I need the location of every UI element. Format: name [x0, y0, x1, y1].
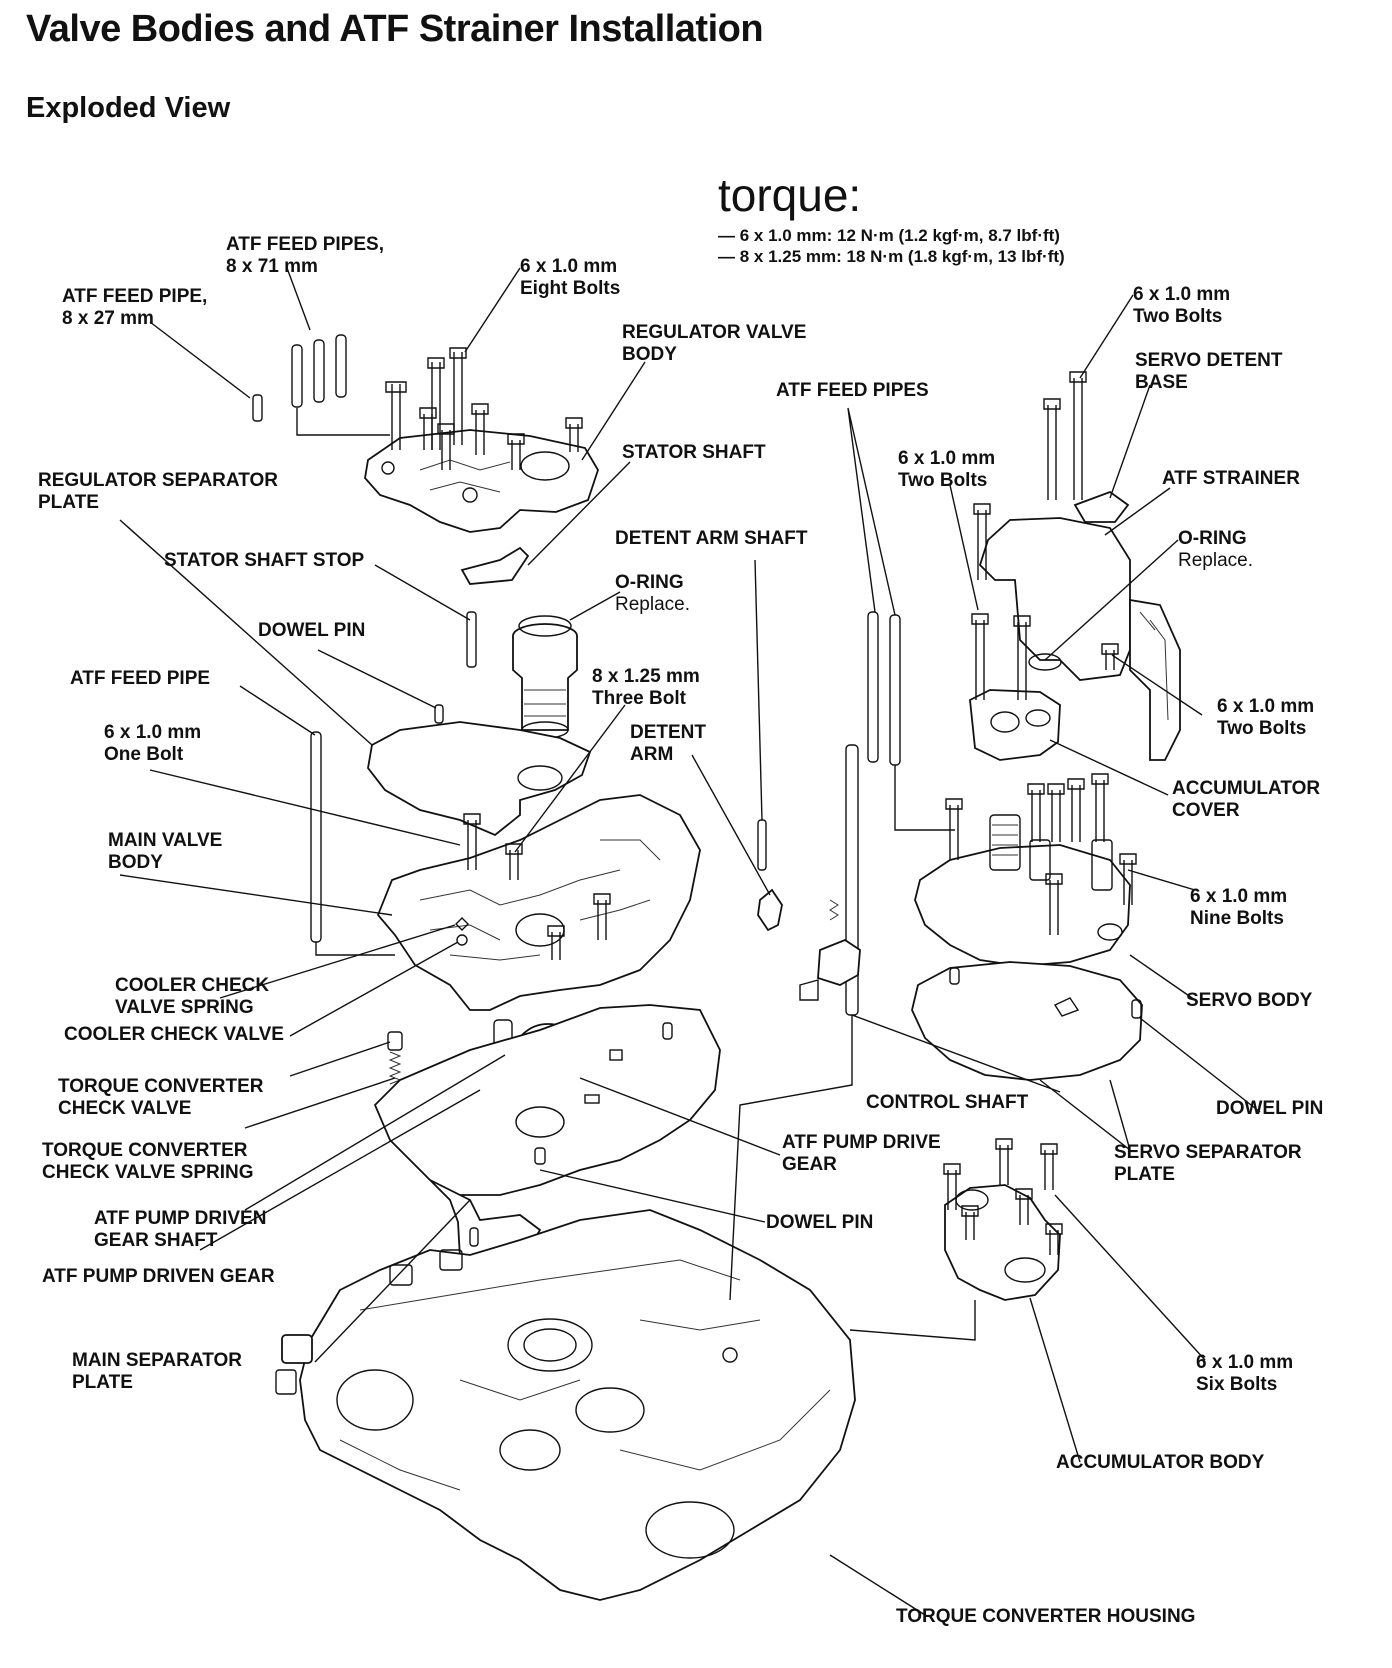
torque-heading: torque:	[718, 169, 862, 221]
page-subtitle: Exploded View	[26, 92, 231, 124]
label-atf-feed-pipe-8x27: ATF FEED PIPE,8 x 27 mm	[62, 286, 208, 329]
servo-body-part	[914, 773, 1137, 967]
separator-dowel-pin-part	[662, 1022, 673, 1040]
atf-strainer-part	[978, 517, 1181, 761]
accumulator-body-part	[849, 1138, 1063, 1341]
stator-o-ring-part	[518, 615, 572, 637]
label-dowel-pin-lower: DOWEL PIN	[766, 1212, 874, 1233]
regulator-eight-bolts	[385, 347, 583, 470]
label-atf-pump-driven-gear: ATF PUMP DRIVEN GEAR	[42, 1266, 275, 1287]
label-stator-shaft: STATOR SHAFT	[622, 442, 766, 463]
torque-converter-housing-part	[299, 1209, 856, 1601]
label-stator-shaft-stop: STATOR SHAFT STOP	[164, 550, 365, 571]
strainer-bolts-part	[1101, 643, 1119, 670]
torque-spec-8mm: — 8 x 1.25 mm: 18 N·m (1.8 kgf·m, 13 lbf…	[718, 247, 1065, 266]
detent-arm-shaft-part	[757, 819, 767, 871]
torque-spec-6mm: — 6 x 1.0 mm: 12 N·m (1.2 kgf·m, 8.7 lbf…	[718, 226, 1060, 245]
label-servo-body: SERVO BODY	[1186, 990, 1313, 1011]
control-shaft-part	[729, 744, 861, 1301]
label-cooler-check-valve: COOLER CHECK VALVE	[64, 1024, 284, 1045]
main-valve-body-part	[376, 794, 701, 1011]
label-dowel-pin-upper: DOWEL PIN	[258, 620, 366, 641]
atf-feed-pipe-8x27-part	[252, 394, 263, 422]
atf-feed-pipes-right-part	[867, 611, 879, 763]
servo-separator-plate-part	[911, 961, 1143, 1081]
atf-feed-pipes-8x71-part	[291, 334, 390, 436]
housing-connectors-part	[275, 1249, 463, 1395]
stator-shaft-stop-part	[460, 546, 530, 585]
label-control-shaft: CONTROL SHAFT	[866, 1092, 1029, 1113]
regulator-valve-body-part	[364, 429, 599, 533]
regulator-separator-plate-part	[367, 721, 592, 837]
label-torque-converter-housing: TORQUE CONVERTER HOUSING	[896, 1606, 1196, 1627]
cooler-check-valve-part	[456, 934, 468, 946]
servo-dowel-pin-part	[1131, 999, 1142, 1019]
main-separator-plate-part	[373, 1004, 721, 1269]
atf-feed-pipe-long-part	[310, 731, 322, 943]
accumulator-cover-part	[969, 503, 1061, 761]
cooler-check-valve-spring-part	[455, 917, 469, 931]
torque-converter-check-valve-part	[387, 1031, 403, 1085]
label-atf-feed-pipes-8x71: ATF FEED PIPES,8 x 71 mm	[226, 234, 385, 277]
leader-lines	[119, 267, 1261, 1616]
stator-shaft-part	[512, 623, 578, 739]
detent-arm-part	[757, 888, 783, 932]
servo-detent-base-part	[1043, 371, 1130, 523]
label-accumulator-body: ACCUMULATOR BODY	[1056, 1452, 1265, 1473]
label-dowel-pin-right: DOWEL PIN	[1216, 1098, 1324, 1119]
page-title: Valve Bodies and ATF Strainer Installati…	[26, 8, 764, 50]
label-atf-feed-pipes: ATF FEED PIPES	[776, 380, 929, 401]
label-detent-arm-shaft: DETENT ARM SHAFT	[615, 528, 808, 549]
label-atf-strainer: ATF STRAINER	[1162, 468, 1300, 489]
label-atf-feed-pipe-left: ATF FEED PIPE	[70, 668, 211, 689]
stator-dowel-pin-part	[466, 611, 477, 668]
dowel-pin-upper-part	[434, 704, 444, 724]
